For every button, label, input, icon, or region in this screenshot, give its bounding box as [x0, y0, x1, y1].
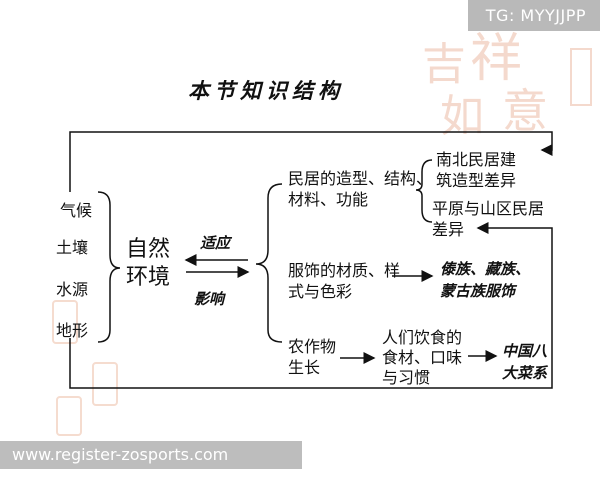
diet-line-3: 与习惯 [382, 368, 431, 387]
factor-climate: 气候 [60, 201, 93, 220]
ethnic-clothing-line-2: 蒙古族服饰 [440, 282, 516, 300]
footer-url: www.register-zosports.com [0, 441, 302, 469]
influence-label: 影响 [194, 290, 225, 308]
plain-mountain-line-1: 平原与山区民居 [432, 199, 545, 218]
diet-habits: 人们饮食的 食材、口味 与习惯 [382, 328, 462, 388]
diet-line-2: 食材、口味 [382, 348, 463, 367]
page-title: 本节知识结构 [188, 78, 344, 103]
crops-line-1: 农作物 [288, 337, 337, 356]
clothing-line-2: 式与色彩 [288, 282, 353, 301]
housing-line-1: 民居的造型、结构、 [288, 169, 433, 188]
diet-line-1: 人们饮食的 [382, 328, 463, 347]
housing-branch: 民居的造型、结构、 材料、功能 [288, 168, 432, 210]
ethnic-clothing-line-1: 傣族、藏族、 [440, 260, 531, 278]
factor-soil: 土壤 [56, 238, 89, 257]
housing-line-2: 材料、功能 [288, 190, 369, 209]
plain-mountain-line-2: 差异 [432, 220, 465, 239]
north-south-line-2: 筑造型差异 [436, 171, 517, 190]
branches-brace [255, 183, 283, 343]
factors-brace [97, 191, 121, 343]
crops-line-2: 生长 [288, 358, 321, 377]
clothing-line-1: 服饰的材质、样 [288, 261, 401, 280]
calligraphy-seal-decoration: 吉 祥 如 意 [422, 33, 592, 150]
housing-brace [415, 159, 433, 223]
cuisines-line-1: 中国八 [502, 342, 548, 360]
outer-loop-bottom [69, 222, 553, 389]
adapt-label: 适应 [200, 234, 231, 252]
center-node-line-1: 自然 [126, 237, 171, 262]
clothing-branch: 服饰的材质、样 式与色彩 [288, 260, 400, 302]
watermark-tag: TG: MYYJJPP [467, 0, 600, 31]
north-south-housing: 南北民居建 筑造型差异 [436, 149, 516, 191]
north-south-line-1: 南北民居建 [436, 150, 517, 169]
eight-cuisines-result: 中国八 大菜系 [502, 340, 547, 384]
crops-branch: 农作物 生长 [288, 336, 336, 378]
plain-mountain-housing: 平原与山区民居 差异 [432, 198, 544, 240]
factor-water: 水源 [56, 280, 89, 299]
natural-environment-node: 自然 环境 [126, 236, 170, 292]
cuisines-line-2: 大菜系 [502, 364, 548, 382]
factor-terrain: 地形 [56, 321, 89, 340]
center-node-line-2: 环境 [126, 265, 171, 290]
outer-loop-top [69, 131, 553, 192]
ethnic-clothing-result: 傣族、藏族、 蒙古族服饰 [440, 258, 530, 302]
